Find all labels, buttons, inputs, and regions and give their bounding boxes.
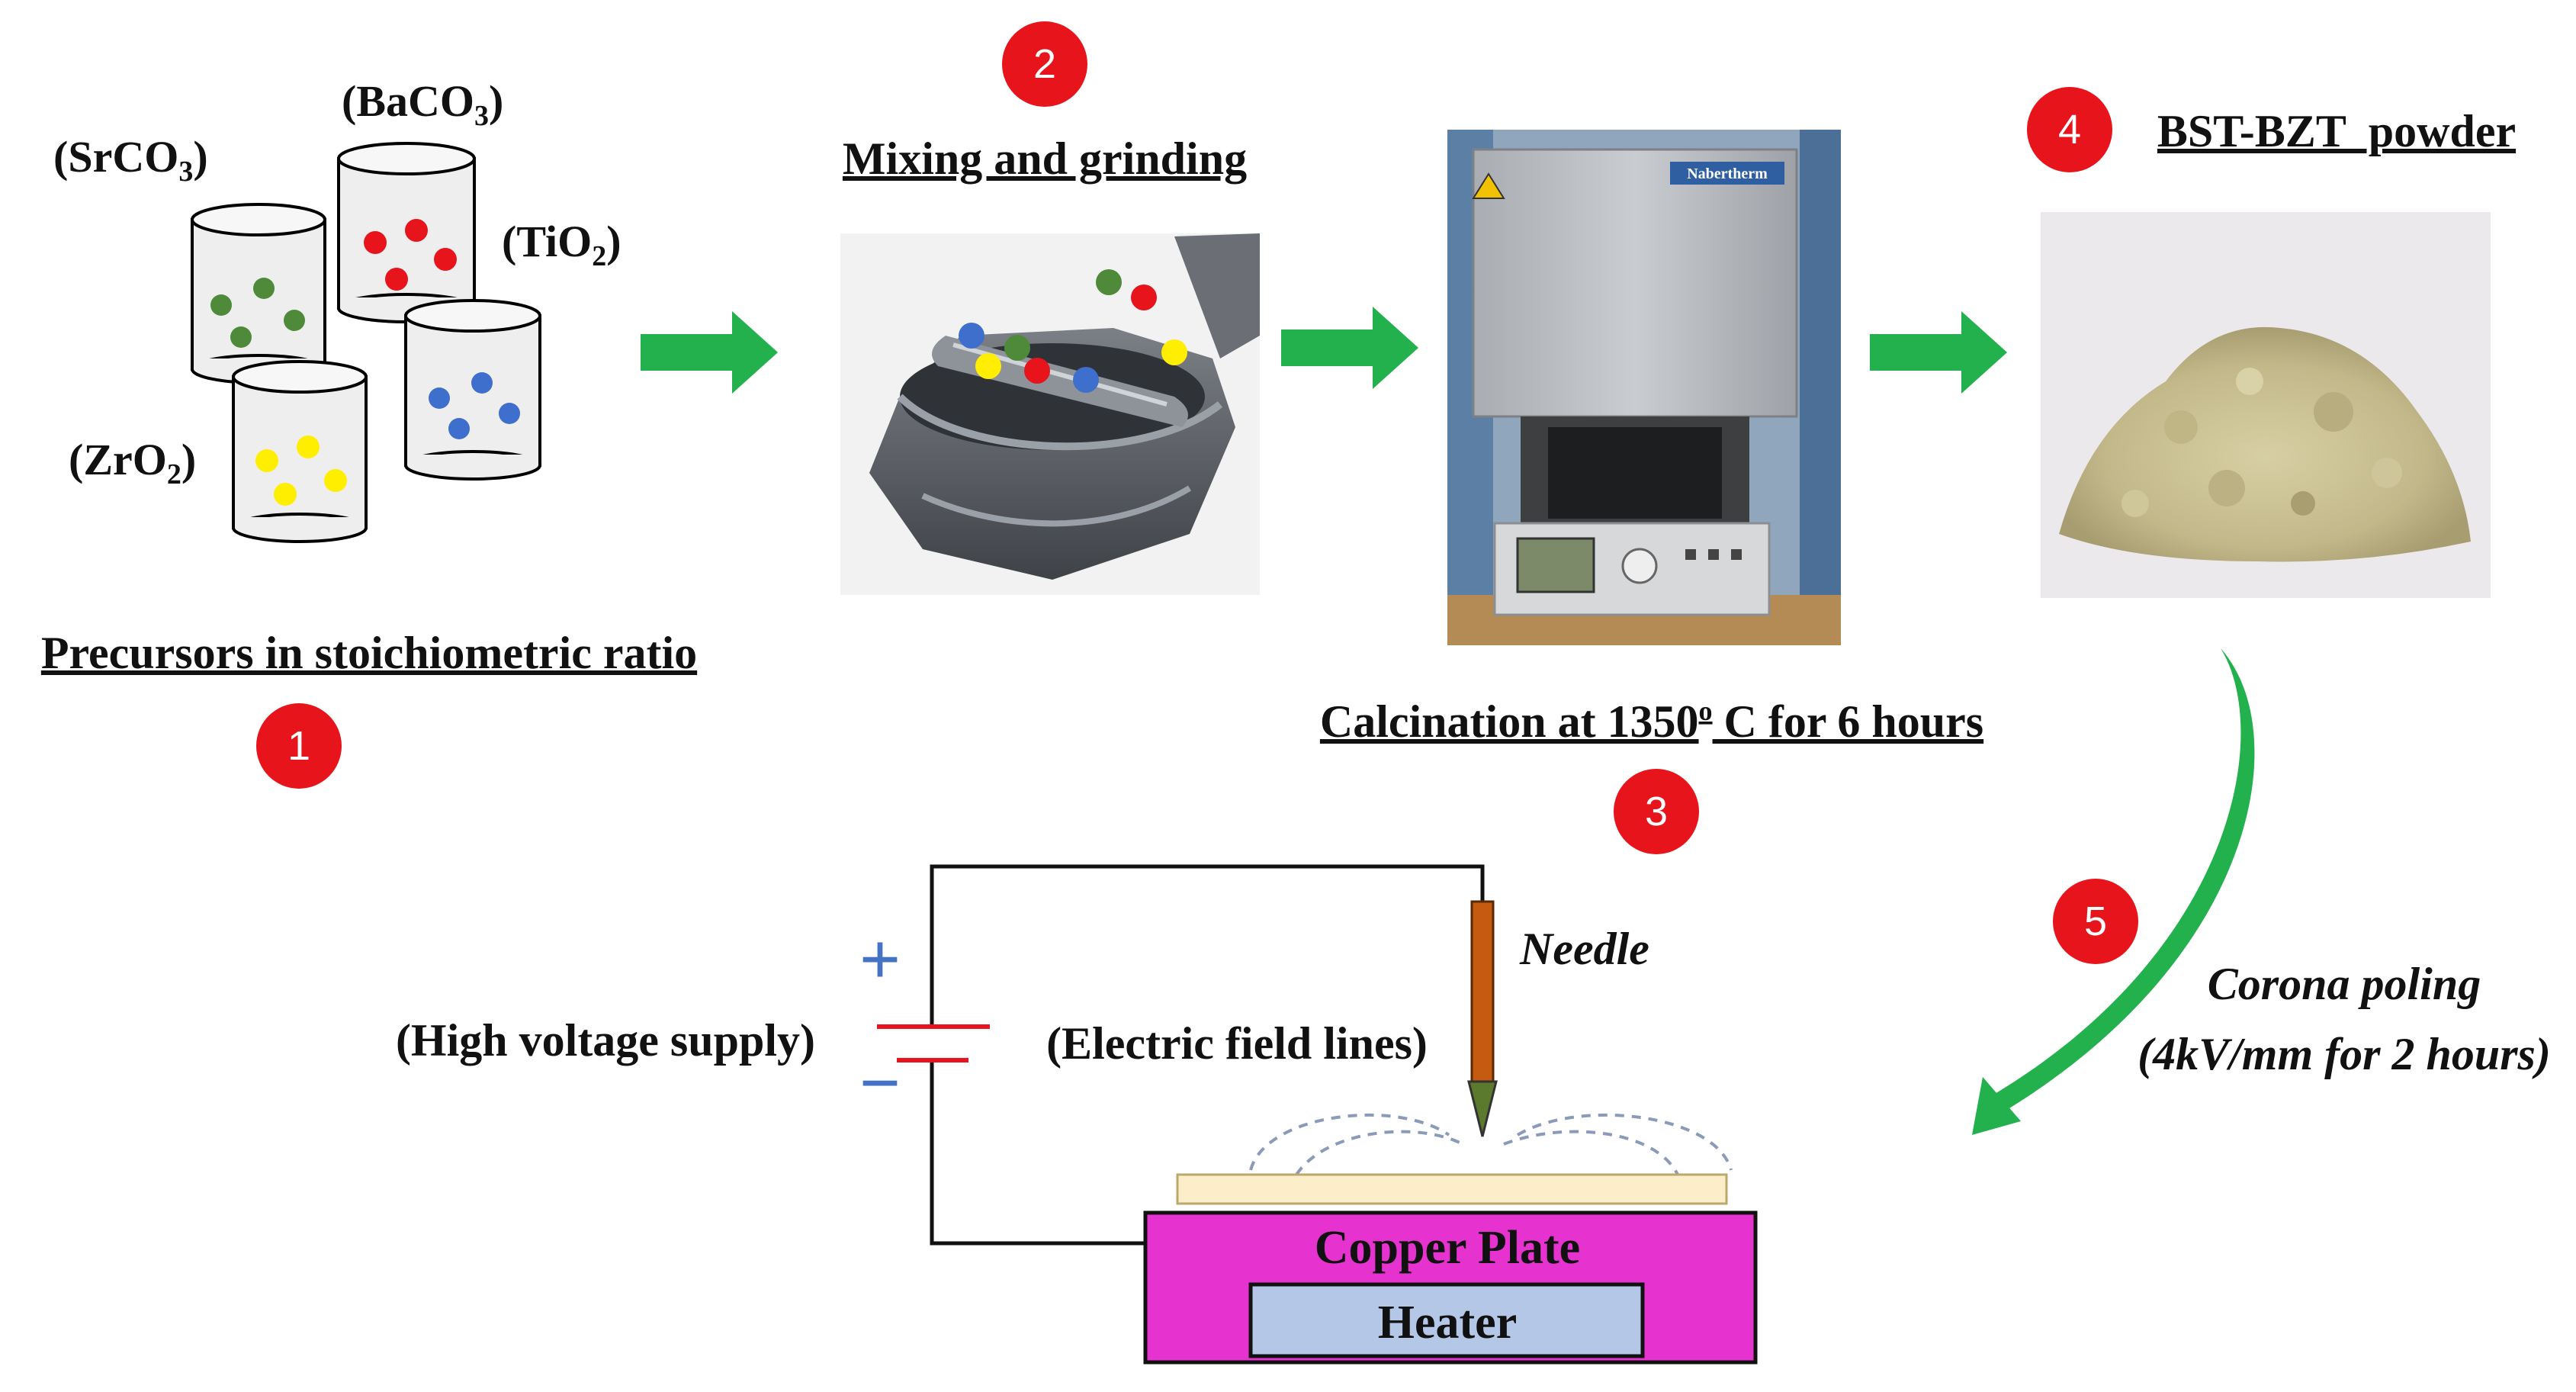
particle-dot bbox=[975, 353, 1001, 379]
field-label: (Electric field lines) bbox=[1046, 1018, 1428, 1069]
curved-arrow-head bbox=[1972, 1077, 2021, 1135]
plus-sign: + bbox=[859, 918, 901, 1000]
mortar-pestle-photo bbox=[840, 233, 1260, 595]
particle-dot bbox=[1131, 285, 1157, 310]
beaker-tio2 bbox=[404, 299, 541, 481]
powder-photo bbox=[2041, 212, 2491, 598]
circuit-wire-bottom bbox=[930, 1060, 1182, 1246]
furnace-photo: Nabertherm bbox=[1447, 130, 1841, 645]
poling-setup: + − (High voltage supply) (Electric fiel… bbox=[396, 864, 1758, 1365]
step1-badge bbox=[256, 703, 342, 789]
particle-dot bbox=[274, 483, 297, 506]
circuit-wire-top bbox=[930, 864, 1485, 1027]
step5-group: 5 Corona poling (4kV/mm for 2 hours) bbox=[1972, 648, 2551, 1135]
minus-sign: − bbox=[859, 1042, 901, 1124]
step2-number: 2 bbox=[1033, 41, 1056, 87]
particle-dot bbox=[210, 294, 232, 316]
precursors-group: (SrCO3) (BaCO3) (TiO2) (ZrO2) Precursors… bbox=[41, 76, 697, 789]
step3-number: 3 bbox=[1645, 789, 1668, 834]
furnace-brand: Nabertherm bbox=[1687, 166, 1768, 182]
step5-number: 5 bbox=[2084, 899, 2107, 944]
arrow-1-to-2 bbox=[641, 311, 778, 394]
particle-dot bbox=[499, 403, 520, 424]
step3-group: Nabertherm Calcination at 1350o C for 6 … bbox=[1320, 130, 1983, 854]
step4-group: 4 BST-BZT powder bbox=[2027, 87, 2516, 598]
particle-dot bbox=[255, 449, 278, 472]
needle bbox=[1470, 900, 1495, 1083]
particle-dot bbox=[284, 310, 305, 331]
beaker-baco3 bbox=[337, 142, 476, 323]
label-tio2: (TiO2) bbox=[502, 217, 622, 272]
particle-dot bbox=[959, 323, 984, 349]
flow-arrows bbox=[641, 307, 2007, 394]
sample-layer bbox=[1176, 1173, 1728, 1205]
particle-dot bbox=[434, 248, 457, 271]
label-zro2: (ZrO2) bbox=[69, 435, 196, 490]
step5-label-line2: (4kV/mm for 2 hours) bbox=[2138, 1029, 2551, 1079]
particle-dot bbox=[297, 436, 320, 458]
step1-number: 1 bbox=[287, 723, 310, 769]
supply-label: (High voltage supply) bbox=[396, 1015, 815, 1066]
particle-dot bbox=[1004, 335, 1030, 361]
step3-badge bbox=[1614, 769, 1699, 854]
step2-label: Mixing and grinding bbox=[843, 133, 1247, 184]
step1-label: Precursors in stoichiometric ratio bbox=[41, 628, 697, 678]
particle-dot bbox=[324, 469, 347, 492]
particle-dot bbox=[405, 219, 428, 242]
particle-dot bbox=[1096, 269, 1122, 295]
curved-arrow-shaft bbox=[1987, 648, 2255, 1115]
arrow-2-to-3 bbox=[1281, 307, 1418, 389]
beaker-zro2 bbox=[232, 360, 368, 543]
particle-dot bbox=[1161, 339, 1187, 365]
step4-label: BST-BZT powder bbox=[2157, 106, 2516, 156]
particle-dot bbox=[230, 326, 252, 348]
particle-dot bbox=[1024, 358, 1050, 384]
particle-dot bbox=[471, 372, 493, 394]
copper-plate-label: Copper Plate bbox=[1315, 1222, 1580, 1274]
particle-dot bbox=[429, 387, 450, 409]
step4-badge bbox=[2027, 87, 2112, 172]
label-baco3: (BaCO3) bbox=[342, 76, 503, 132]
needle-tip bbox=[1467, 1080, 1498, 1137]
heater-label: Heater bbox=[1378, 1297, 1517, 1349]
step2-badge bbox=[1002, 21, 1087, 107]
field-lines bbox=[1249, 1113, 1733, 1176]
particle-dot bbox=[385, 268, 408, 291]
particle-dot bbox=[253, 278, 275, 299]
step4-number: 4 bbox=[2058, 107, 2081, 153]
needle-label: Needle bbox=[1519, 924, 1649, 974]
beaker-srco3 bbox=[191, 203, 326, 384]
arrow-3-to-4 bbox=[1870, 311, 2007, 394]
particle-dot bbox=[1073, 367, 1099, 393]
label-srco3: (SrCO3) bbox=[53, 132, 208, 188]
particle-dot bbox=[364, 231, 387, 254]
step5-badge bbox=[2053, 879, 2138, 964]
step3-label: Calcination at 1350o C for 6 hours bbox=[1320, 696, 1983, 747]
step5-label-line1: Corona poling bbox=[2208, 959, 2481, 1009]
step2-group: 2 Mixing and grinding bbox=[840, 21, 1260, 595]
heater bbox=[1248, 1282, 1645, 1358]
particle-dot bbox=[448, 418, 470, 439]
